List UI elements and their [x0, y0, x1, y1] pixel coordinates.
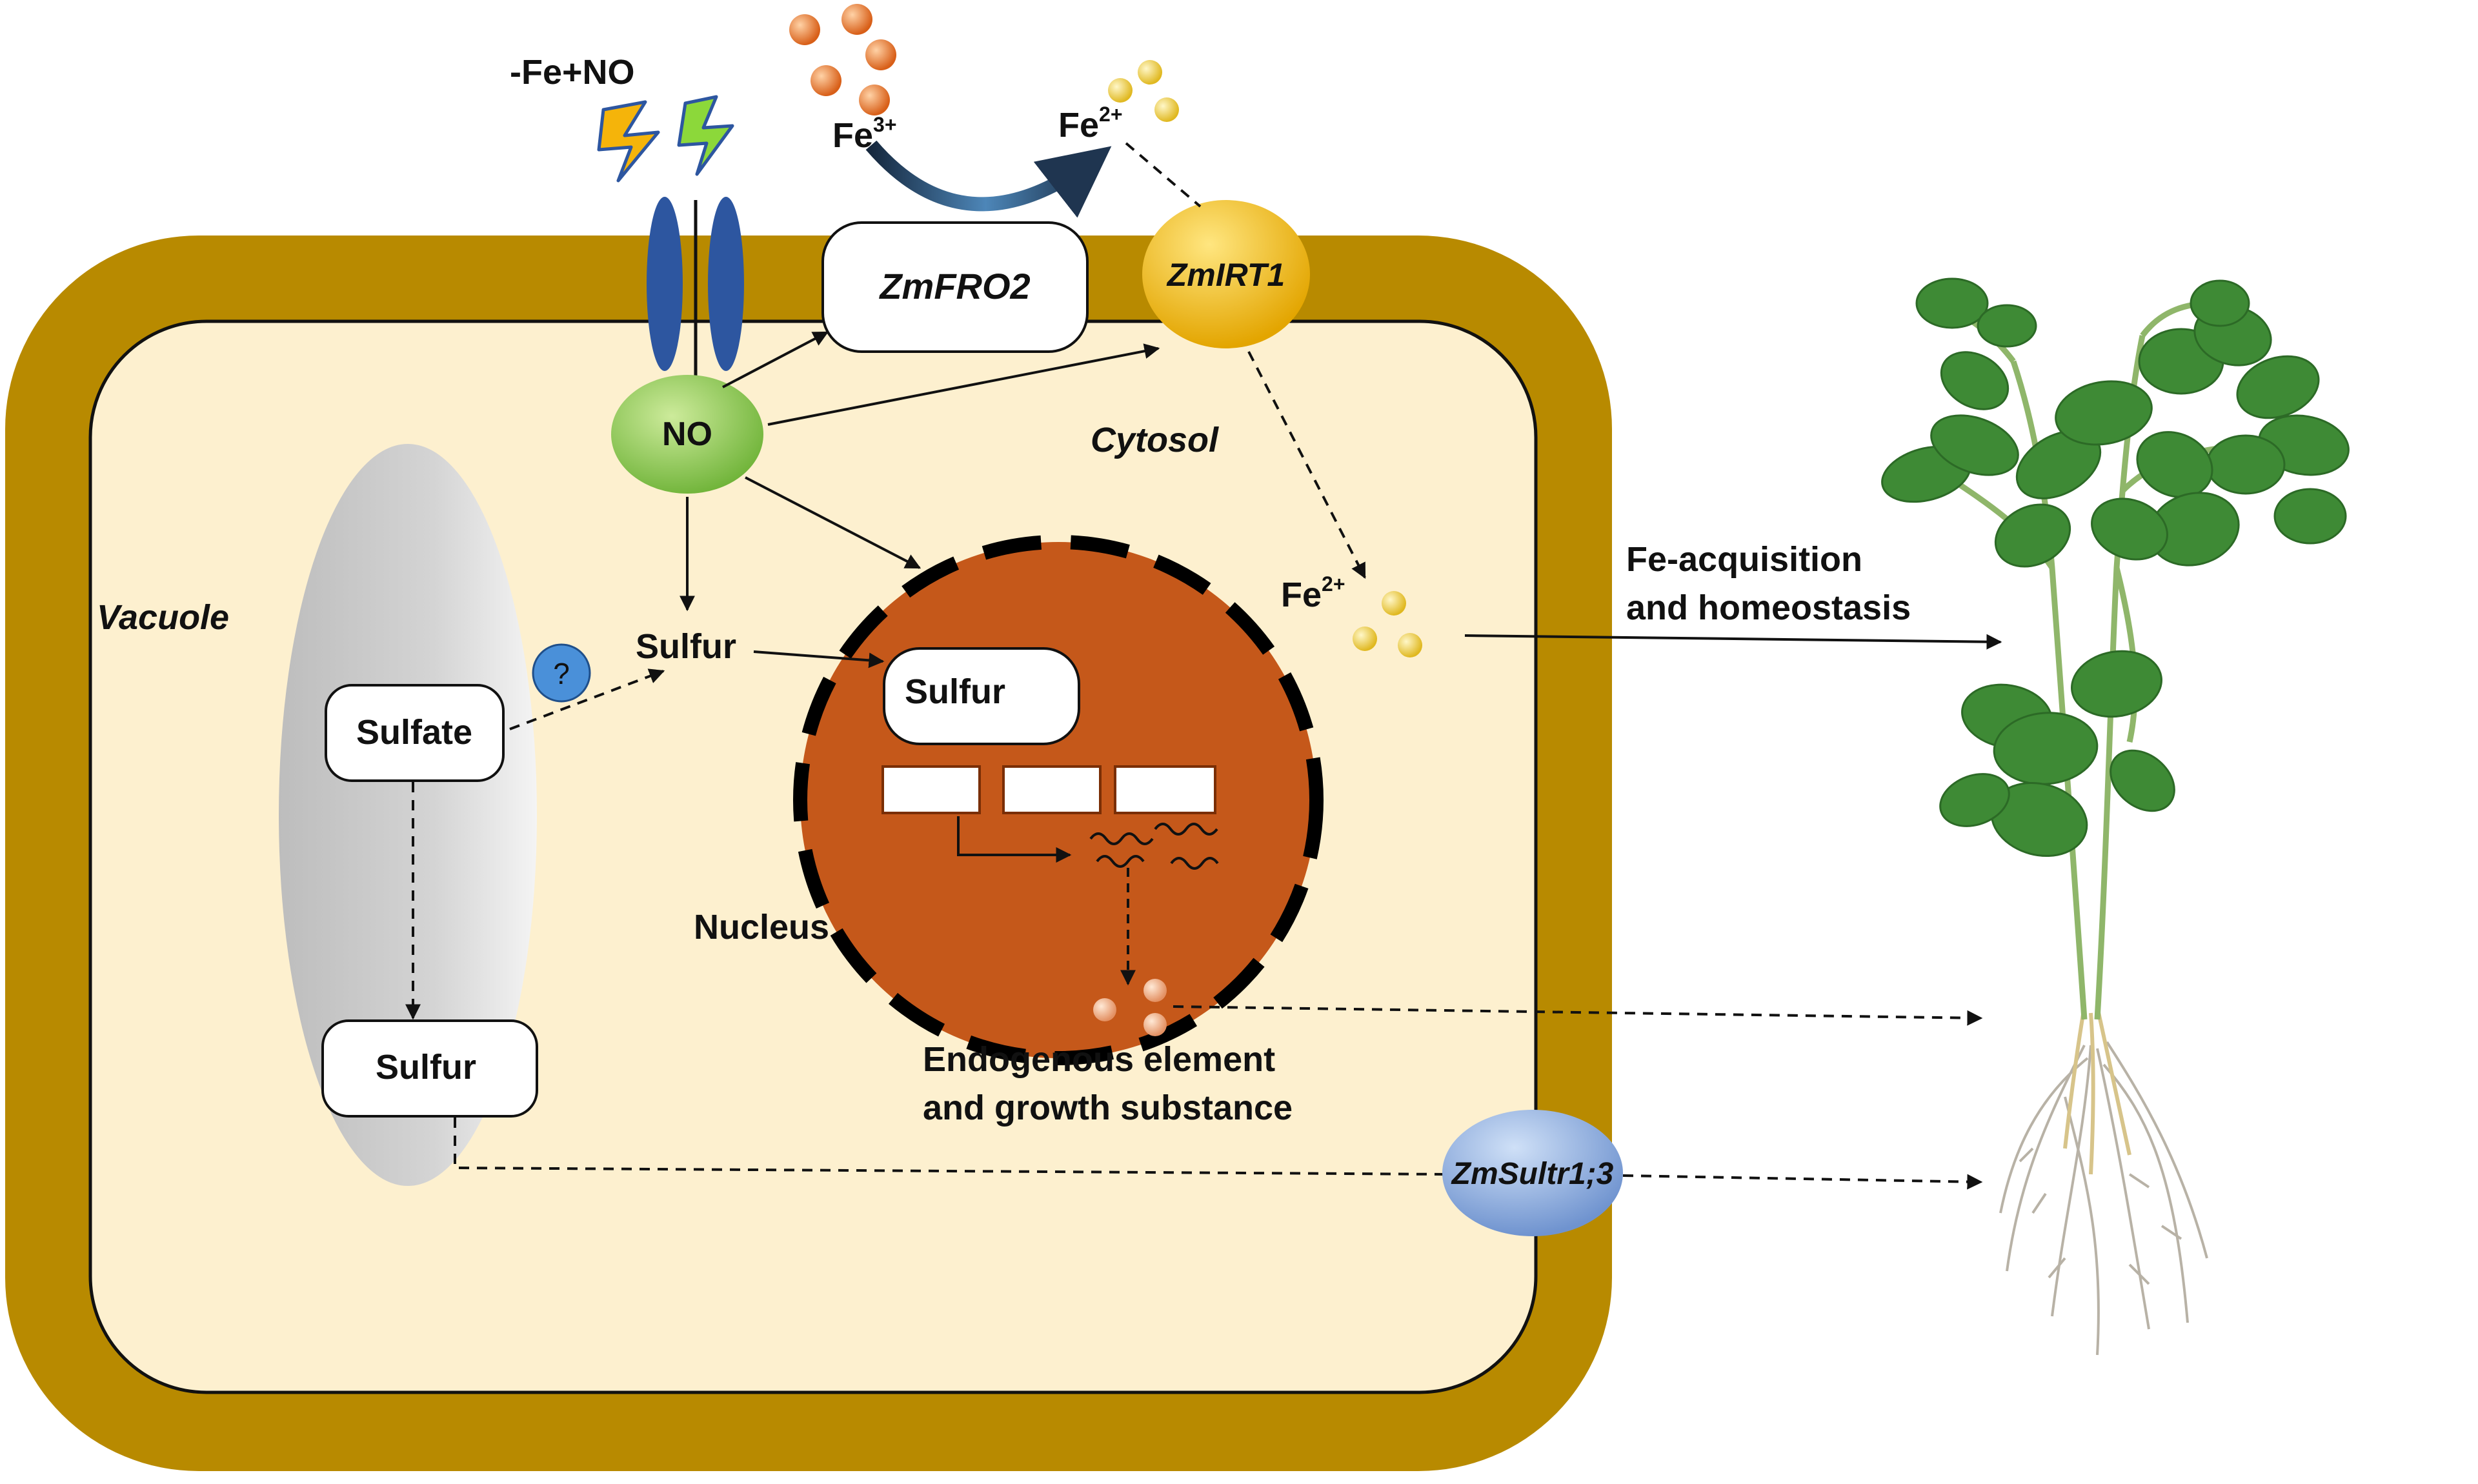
- fe2-particles-cytosol: [1353, 591, 1422, 657]
- no-signal: [611, 375, 763, 494]
- stimulus-label: -Fe+NO: [510, 53, 635, 92]
- vacuole: [279, 444, 537, 1186]
- irt1-to-fe2-arrow: [1247, 351, 1366, 579]
- no-to-fro2-arrow: [722, 331, 829, 388]
- gene-box-2: [1002, 765, 1102, 814]
- irt1-label: ZmIRT1: [1166, 257, 1285, 293]
- cytosol-label: Cytosol: [1091, 421, 1219, 459]
- sulfur-cytosol-label: Sulfur: [636, 627, 736, 666]
- sultr-transporter: [1442, 1110, 1623, 1236]
- sulfate-box: [325, 684, 505, 782]
- channel-left: [647, 197, 683, 371]
- no-label: NO: [662, 416, 712, 453]
- unknown-transporter: [532, 643, 591, 703]
- irt1-transporter: [1142, 200, 1310, 348]
- sulfur-vacuole-label: Sulfur: [376, 1048, 476, 1087]
- lightning-bolt-icon: [597, 95, 734, 183]
- no-to-nucleus-arrow: [745, 476, 922, 569]
- soybean-plant-icon: [1881, 277, 2350, 1356]
- transcription-arrow: [957, 816, 1072, 863]
- product-particles: [1093, 979, 1167, 1036]
- fe2-to-irt1-line: [1125, 142, 1202, 208]
- vacuole-label: Vacuole: [97, 598, 229, 637]
- fro2-box: [821, 221, 1089, 353]
- sulfur-vacuole-box: [321, 1019, 538, 1118]
- endogenous-line1: Endogenous element: [923, 1040, 1275, 1079]
- sultr-label: ZmSultr1;3: [1451, 1157, 1614, 1191]
- sulfur-nucleus-label: Sulfur: [905, 672, 1005, 711]
- fe2-label-cytosol: Fe2+: [1281, 572, 1345, 614]
- nucleus-label: Nucleus: [694, 908, 829, 947]
- unknown-label: ?: [553, 657, 570, 690]
- fe2-particles-outside: [1108, 60, 1179, 122]
- fe-to-plant-arrow: [1464, 634, 2002, 650]
- no-to-irt1-arrow: [767, 343, 1160, 426]
- vacuole-sulfur-export: [454, 1118, 1446, 1176]
- fe3-particles: [789, 4, 896, 115]
- sulfate-label: Sulfate: [356, 713, 472, 752]
- sulfur-nucleus-box: [883, 647, 1080, 745]
- fe-acquisition-line2: and homeostasis: [1626, 588, 1911, 627]
- reduction-arc: [865, 140, 1112, 218]
- fro2-label: ZmFRO2: [878, 266, 1030, 306]
- fe2-label-outside: Fe2+: [1058, 103, 1123, 145]
- sultr-to-plant-arrow: [1622, 1174, 1983, 1190]
- gene-box-3: [1114, 765, 1216, 814]
- mrna-transcripts: [1089, 823, 1219, 870]
- channel-right: [708, 197, 744, 371]
- sulfur-to-nucleus-arrow: [753, 650, 885, 668]
- gene-box-1: [881, 765, 981, 814]
- sulfate-to-sulfur-dash: [509, 668, 665, 730]
- fe3-label: Fe3+: [832, 113, 897, 155]
- fe-acquisition-line1: Fe-acquisition: [1626, 540, 1862, 579]
- endogenous-line2: and growth substance: [923, 1088, 1293, 1127]
- products-to-plant-arrow: [1173, 1005, 1983, 1026]
